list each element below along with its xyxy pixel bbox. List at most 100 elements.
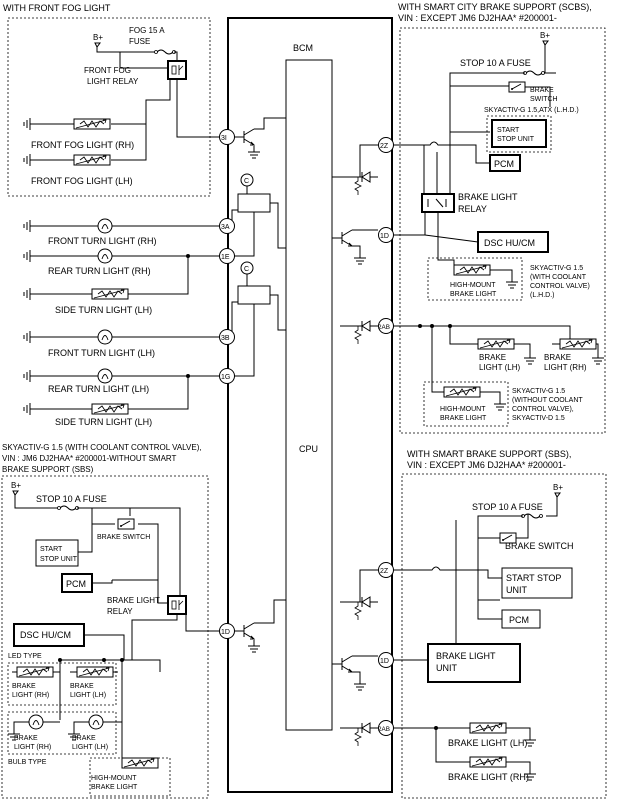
fog-fuse-line2: FUSE [129, 37, 150, 46]
cv-hm-line2: BRAKE LIGHT [91, 784, 138, 791]
pin-1e: 1E [219, 248, 235, 264]
scbs-relay-line1: BRAKE LIGHT [458, 192, 518, 202]
pin-1d-left: 1D [219, 623, 235, 639]
fog-light-lh-label: FRONT FOG LIGHT (LH) [31, 176, 133, 186]
pin-3b: 3B [219, 329, 235, 345]
sbs-brake-lh-icon [469, 722, 507, 734]
scbs-brake-switch-line1: BRAKE [530, 87, 554, 94]
cv-bulb-rh-line1: BRAKE [14, 735, 38, 742]
scbs-note1-line4: (L.H.D.) [530, 292, 555, 299]
cv-hm-line1: HIGH-MOUNT [91, 775, 137, 782]
cv-bulb-brake-rh-icon [28, 714, 44, 730]
pin-1d-left-label: 1D [221, 629, 230, 636]
cv-header-line3: BRAKE SUPPORT (SBS) [2, 465, 94, 474]
scbs-relay-icon [421, 193, 455, 213]
scbs-hm2-light-icon [443, 386, 481, 398]
scbs-start-stop-line2: STOP UNIT [497, 136, 535, 143]
scbs-header-line2: VIN : EXCEPT JM6 DJ2HAA* #200001- [398, 13, 557, 23]
scbs-brake-lh-icon [477, 338, 515, 350]
scbs-brake-lh-line1: BRAKE [479, 353, 506, 362]
cv-header-line2: VIN : JM6 DJ2HAA* #200001-WITHOUT SMART [2, 454, 177, 463]
side-turn-lh-icon [91, 288, 129, 300]
sbs-blu-line1: BRAKE LIGHT [436, 651, 496, 661]
sbs-section: WITH SMART BRAKE SUPPORT (SBS), VIN : EX… [394, 449, 607, 799]
side-turn-lh2-label: SIDE TURN LIGHT (LH) [55, 417, 152, 427]
scbs-hm-line1: HIGH-MOUNT [450, 282, 496, 289]
cv-header-line1: SKYACTIV-G 1.5 (WITH COOLANT CONTROL VAL… [2, 443, 202, 452]
scbs-note1-line3: CONTROL VALVE) [530, 283, 590, 290]
pin-2z-upper-label: 2Z [380, 143, 389, 150]
pin-3a-label: 3A [221, 224, 230, 231]
pin-2z-lower: 2Z [378, 562, 394, 578]
cv-brake-switch-icon [117, 518, 135, 530]
scbs-brake-rh-line1: BRAKE [544, 353, 571, 362]
fog-fuse-line1: FOG 15 A [129, 26, 165, 35]
side-turn-lh-label: SIDE TURN LIGHT (LH) [55, 305, 152, 315]
sbs-blu-line2: UNIT [436, 663, 457, 673]
pin-2z-lower-label: 2Z [380, 568, 389, 575]
cpu-block [285, 59, 333, 731]
cv-start-stop-box [35, 539, 79, 567]
scbs-variant-note: SKYACTIV-G 1.5,ATX (L.H.D.) [484, 107, 579, 114]
fog-relay-line2: LIGHT RELAY [87, 77, 139, 86]
sbs-pcm-label: PCM [509, 615, 529, 625]
front-turn-lh-label: FRONT TURN LIGHT (LH) [48, 348, 155, 358]
sbs-header-line1: WITH SMART BRAKE SUPPORT (SBS), [407, 449, 571, 459]
pin-1d-lower-label: 1D [380, 658, 389, 665]
scbs-dsc-box [477, 231, 549, 253]
sbs-start-stop-box [501, 567, 573, 599]
cv-relay-line1: BRAKE LIGHT [107, 596, 160, 605]
fog-bplus: B+ [93, 33, 103, 42]
cv-start-stop-line1: START [40, 546, 63, 553]
sbs-header-line2: VIN : EXCEPT JM6 DJ2HAA* #200001- [407, 460, 566, 470]
cv-led-rh-line1: BRAKE [12, 683, 36, 690]
cv-start-stop-line2: STOP UNIT [40, 556, 78, 563]
scbs-brake-switch-icon [508, 81, 526, 93]
bcm-title: BCM [293, 43, 313, 53]
sbs-fuse-label: STOP 10 A FUSE [472, 502, 543, 512]
fog-light-rh-label: FRONT FOG LIGHT (RH) [31, 140, 134, 150]
pin-2ab-upper-label: 2AB [378, 324, 390, 331]
sbs-start-stop-line2: UNIT [506, 585, 527, 595]
scbs-hm2-line2: BRAKE LIGHT [440, 415, 487, 422]
fog-fuse-icon [154, 49, 176, 55]
fog-light-rh-icon [73, 118, 111, 130]
scbs-dsc-label: DSC HU/CM [484, 238, 535, 248]
pin-2z-upper: 2Z [378, 137, 394, 153]
scbs-start-stop-unit [491, 119, 547, 148]
pin-2ab-lower: 2AB [378, 720, 394, 736]
pin-1d-upper-label: 1D [380, 233, 389, 240]
scbs-fuse-label: STOP 10 A FUSE [460, 58, 531, 68]
cv-relay-icon [167, 595, 187, 615]
scbs-pcm-label: PCM [494, 159, 514, 169]
pin-3i: 3I [219, 129, 235, 145]
turn-c-marker-upper: C [244, 178, 249, 185]
scbs-brake-switch-line2: SWITCH [530, 96, 558, 103]
sbs-brake-light-unit [427, 643, 521, 683]
side-turn-lh2-icon [91, 403, 129, 415]
sbs-bplus: B+ [553, 483, 563, 492]
cv-brake-switch-label: BRAKE SWITCH [97, 534, 150, 541]
scbs-note2-line2: (WITHOUT COOLANT [512, 397, 583, 404]
scbs-pcm-box [489, 154, 521, 172]
rear-turn-rh-icon [97, 248, 113, 264]
cv-bulb-lh-line1: BRAKE [72, 735, 96, 742]
cv-bulb-rh-line2: LIGHT (RH) [14, 744, 51, 751]
scbs-hm-light-icon [453, 264, 491, 276]
scbs-start-stop-line1: START [497, 127, 520, 134]
cv-led-rh-line2: LIGHT (RH) [12, 692, 49, 699]
rear-turn-rh-label: REAR TURN LIGHT (RH) [48, 266, 151, 276]
scbs-hm2-line1: HIGH-MOUNT [440, 406, 486, 413]
sbs-brake-rh-label: BRAKE LIGHT (RH) [448, 772, 529, 782]
fog-light-lh-icon [73, 154, 111, 166]
pin-3b-label: 3B [221, 335, 230, 342]
cv-dsc-label: DSC HU/CM [20, 630, 71, 640]
fog-relay-icon [167, 60, 187, 80]
cv-led-brake-rh-icon [16, 666, 54, 678]
scbs-bplus: B+ [540, 31, 550, 40]
cpu-label: CPU [299, 444, 318, 454]
front-turn-lh-icon [97, 329, 113, 345]
scbs-relay-line2: RELAY [458, 204, 487, 214]
pin-1g-label: 1G [221, 374, 230, 381]
